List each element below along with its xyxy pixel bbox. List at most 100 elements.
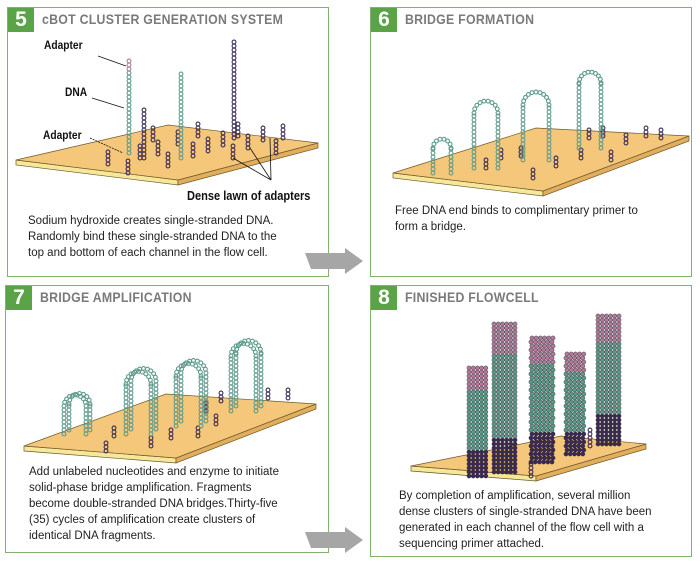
dna-bead [123, 387, 129, 393]
dna-bead [530, 167, 536, 173]
dna-bead [595, 385, 601, 391]
dna-bead [178, 99, 184, 105]
dna-bead [612, 377, 618, 383]
dna-bead [568, 439, 574, 445]
dna-bead [538, 343, 543, 349]
dna-bead [604, 313, 609, 319]
dna-bead [546, 439, 552, 445]
dna-bead [577, 439, 582, 445]
dna-bead [541, 443, 546, 449]
dna-bead [599, 377, 605, 383]
dna-bead [178, 115, 184, 121]
dna-bead [520, 105, 526, 111]
dna-bead [577, 383, 582, 389]
dna-bead [581, 391, 587, 397]
dna-bead [604, 345, 609, 351]
dna-bead [230, 143, 236, 149]
dna-bead [532, 435, 538, 441]
dna-bead [495, 125, 501, 131]
dna-bead [231, 63, 237, 69]
dna-bead [479, 441, 484, 447]
dna-bead [491, 413, 497, 419]
dna-bead [604, 341, 609, 347]
dna-bead [581, 431, 587, 437]
dna-bead [228, 380, 234, 386]
dna-bead [178, 107, 184, 113]
dna-bead [475, 461, 480, 467]
dna-bead [595, 337, 601, 343]
dna-bead [470, 469, 476, 475]
dna-bead [532, 395, 538, 401]
dna-bead [504, 389, 509, 395]
caption-line: Randomly bind these single-stranded DNA … [28, 231, 277, 243]
dna-bead [567, 411, 573, 417]
dna-bead [231, 83, 237, 89]
dna-bead [612, 381, 618, 387]
dna-bead [504, 345, 509, 351]
dna-bead [545, 371, 551, 377]
dna-bead [573, 383, 578, 389]
dna-bead [604, 325, 609, 331]
dna-bead [475, 457, 480, 463]
dna-bead [533, 351, 539, 357]
dna-bead [549, 395, 555, 401]
dna-bead [231, 103, 237, 109]
dna-bead [491, 401, 497, 407]
dna-bead [504, 409, 509, 415]
dna-bead [66, 423, 72, 429]
dna-bead [191, 358, 196, 363]
dna-bead [126, 102, 132, 108]
dna-bead [546, 407, 552, 413]
dna-bead [567, 371, 573, 377]
dna-bead [483, 445, 489, 451]
dna-bead [231, 39, 237, 45]
dna-bead [550, 447, 556, 453]
dna-bead [608, 421, 613, 427]
dna-bead [491, 345, 497, 351]
dna-bead [599, 417, 605, 423]
dna-bead [495, 437, 501, 443]
dna-bead [598, 101, 604, 107]
dna-bead [598, 121, 604, 127]
dna-bead [541, 451, 546, 457]
caption-line: form a bridge. [395, 221, 466, 233]
dna-bead [477, 100, 483, 106]
dna-bead [604, 337, 609, 343]
dna-bead [546, 375, 552, 381]
dna-bead [495, 433, 501, 439]
dna-bead [280, 123, 286, 129]
dna-bead [658, 127, 664, 133]
dna-bead [141, 119, 147, 125]
dna-bead [61, 423, 67, 429]
dna-bead [608, 345, 613, 351]
dna-bead [546, 105, 552, 111]
dna-bead [126, 110, 132, 116]
dna-bead [61, 415, 67, 421]
flowcell-illustration [15, 39, 319, 186]
dna-bead [549, 419, 555, 425]
dna-bead [258, 395, 264, 401]
dna-bead [504, 429, 509, 435]
dna-bead [111, 425, 117, 431]
dna-bead [495, 413, 501, 419]
dna-bead [126, 78, 132, 84]
dna-bead [564, 351, 570, 357]
dna-bead [483, 469, 489, 475]
dna-bead [612, 389, 618, 395]
dna-bead [479, 397, 484, 403]
dna-bead [198, 373, 204, 379]
dna-bead [500, 417, 505, 423]
dna-bead [595, 345, 601, 351]
dna-bead [529, 423, 535, 429]
dna-bead [563, 451, 569, 457]
dna-bead [546, 117, 552, 123]
dna-bead [470, 385, 476, 391]
dna-bead [608, 437, 613, 443]
dna-bead [218, 390, 224, 396]
dna-bead [228, 368, 234, 374]
label-adapter-bottom: Adapter [43, 128, 82, 142]
dna-bead [203, 370, 209, 376]
dna-bead [495, 385, 501, 391]
dna-bead [495, 461, 501, 467]
dna-bead [470, 373, 476, 379]
